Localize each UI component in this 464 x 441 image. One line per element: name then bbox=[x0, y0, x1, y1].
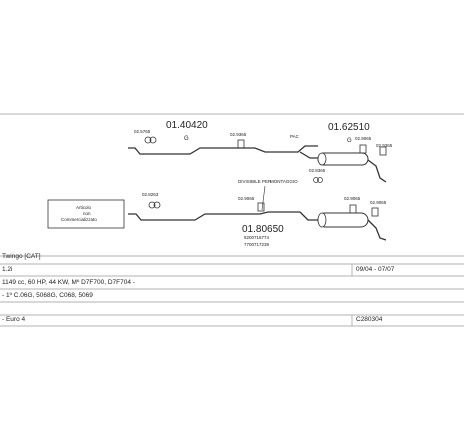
bottom-silencer-sub2: 7700717239 bbox=[244, 242, 270, 247]
commercial-line1: Articolo bbox=[76, 205, 92, 210]
bottom-clamp-left-label: 02.8263 bbox=[142, 192, 159, 197]
top-clamp-right1-label: 02.9065 bbox=[355, 136, 372, 141]
top-clamp-right1-icon bbox=[359, 144, 367, 154]
engine-specs: 1149 cc, 60 HP, 44 KW, Mº D7F700, D7F704… bbox=[2, 279, 135, 286]
top-hanger-label: 02.9365 bbox=[230, 132, 247, 137]
bottom-clamp-right1-icon bbox=[349, 204, 357, 214]
warning-line1: DIVISIBILE PER bbox=[238, 179, 272, 184]
bottom-front-pipe bbox=[128, 211, 300, 221]
commercial-line2: non bbox=[83, 211, 91, 216]
top-clamp-left-label: 02.5765 bbox=[134, 129, 151, 134]
bottom-clamp-right2-icon bbox=[371, 207, 379, 217]
top-clamp-right2-label: 02.9365 bbox=[376, 143, 393, 148]
production-period: 09/04 - 07/07 bbox=[356, 266, 395, 273]
bottom-silencer-sub1: 8200716774 bbox=[244, 235, 270, 240]
warning-arrow bbox=[261, 185, 266, 211]
vehicle-model: Twingo [CAT] bbox=[2, 253, 41, 260]
top-clamp-right2-icon bbox=[379, 146, 387, 156]
not-commercial-box bbox=[47, 199, 125, 229]
top-mark-label: PAC bbox=[290, 134, 300, 139]
emission-standard: - Euro 4 bbox=[2, 316, 26, 323]
warning-line2: MONTAGGIO bbox=[270, 179, 298, 184]
bottom-clamp-left-icon bbox=[148, 201, 161, 209]
bottom-silencer-code: 01.80650 bbox=[242, 224, 284, 235]
top-clamp-left-icon bbox=[144, 136, 157, 144]
bottom-clamp-right1-label: 02.9065 bbox=[344, 196, 361, 201]
warn-part-icon bbox=[313, 177, 323, 183]
bottom-rear-silencer bbox=[299, 211, 387, 241]
top-front-pipe bbox=[128, 145, 318, 155]
bottom-clamp-right2-label: 02.9065 bbox=[370, 200, 387, 205]
bottom-clamp-mid-icon bbox=[257, 202, 265, 212]
top-rear-silencer bbox=[299, 151, 387, 183]
engine-size: 1.2i bbox=[2, 266, 13, 273]
bottom-clamp-mid-label: 02.9065 bbox=[238, 196, 255, 201]
top-pipe-code: 01.40420 bbox=[166, 120, 208, 131]
top-pipe-sub: G bbox=[184, 136, 189, 142]
top-hanger-icon bbox=[237, 139, 245, 149]
warn-part-label: 02.8365 bbox=[309, 168, 326, 173]
top-silencer-code: 01.62510 bbox=[328, 122, 370, 133]
kit-code: C280304 bbox=[356, 316, 383, 323]
variant-codes: - 1º C.06G, 5068G, C068, 5069 bbox=[2, 292, 93, 299]
commercial-line3: Commercializzato bbox=[61, 217, 97, 222]
top-silencer-sub: G bbox=[347, 138, 352, 144]
